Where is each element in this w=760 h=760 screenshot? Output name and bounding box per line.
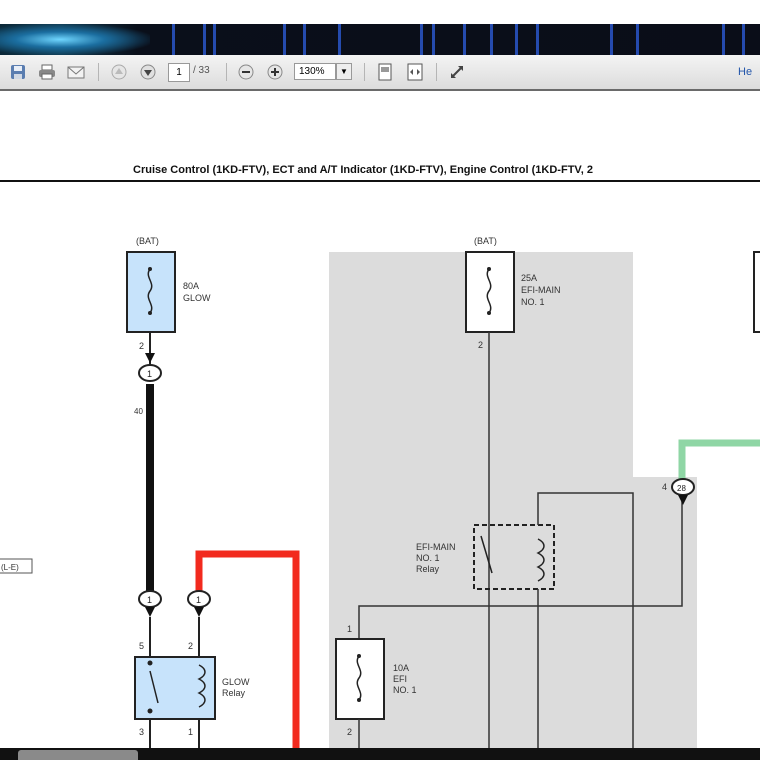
red-wire xyxy=(195,550,300,748)
svg-text:2: 2 xyxy=(478,340,483,350)
title-rule xyxy=(0,180,760,182)
svg-text:3: 3 xyxy=(139,727,144,737)
glow-relay-label-1: GLOW xyxy=(222,677,250,687)
svg-text:1: 1 xyxy=(147,369,152,379)
svg-text:1: 1 xyxy=(196,595,201,605)
efi-shaded-area xyxy=(329,252,697,748)
next-page-icon[interactable] xyxy=(137,62,159,82)
svg-text:NO. 1: NO. 1 xyxy=(393,685,417,695)
svg-text:NO. 1: NO. 1 xyxy=(416,553,440,563)
previous-page-icon[interactable] xyxy=(108,62,130,82)
svg-text:2: 2 xyxy=(188,641,193,651)
window-top-strip xyxy=(0,0,760,24)
zoom-out-icon[interactable] xyxy=(235,62,257,82)
efi-main-relay xyxy=(473,524,555,590)
side-label-box xyxy=(0,558,33,574)
zoom-level-field[interactable]: 130% xyxy=(294,63,336,80)
save-icon[interactable] xyxy=(7,62,29,82)
svg-text:EFI-MAIN: EFI-MAIN xyxy=(521,285,561,295)
svg-text:1: 1 xyxy=(347,624,352,634)
page-count: / 33 xyxy=(193,65,210,76)
fit-width-icon[interactable] xyxy=(404,62,426,82)
glow-fuse-pin: 2 xyxy=(139,341,144,351)
svg-text:(BAT): (BAT) xyxy=(474,236,497,246)
svg-text:EFI-MAIN: EFI-MAIN xyxy=(416,542,456,552)
print-icon[interactable] xyxy=(36,62,58,82)
svg-text:1: 1 xyxy=(147,595,152,605)
svg-text:5: 5 xyxy=(139,641,144,651)
glow-fuse-source: (BAT) xyxy=(136,236,159,246)
banner-logo-glow xyxy=(0,24,150,55)
zoom-in-icon[interactable] xyxy=(264,62,286,82)
document-view[interactable]: Cruise Control (1KD-FTV), ECT and A/T In… xyxy=(0,91,760,748)
zoom-dropdown-icon[interactable]: ▼ xyxy=(336,63,352,80)
fullscreen-icon[interactable] xyxy=(446,62,468,82)
glow-relay xyxy=(134,656,216,720)
glow-fuse xyxy=(126,251,176,333)
wire-gauge-label: 40 xyxy=(134,407,143,416)
efi-fuse xyxy=(335,638,385,720)
help-link[interactable]: He xyxy=(738,66,753,78)
svg-text:1: 1 xyxy=(188,727,193,737)
app-banner xyxy=(0,24,760,55)
svg-text:4: 4 xyxy=(662,482,667,492)
page-number-input[interactable]: 1 xyxy=(168,63,190,82)
right-edge-fuse xyxy=(753,251,760,333)
green-wire xyxy=(678,439,760,486)
bottom-tab[interactable] xyxy=(18,750,138,760)
svg-text:NO. 1: NO. 1 xyxy=(521,297,545,307)
glow-fuse-name: GLOW xyxy=(183,293,211,303)
svg-text:Relay: Relay xyxy=(416,564,440,574)
pdf-toolbar: 1 / 33 130% ▼ He xyxy=(0,55,760,91)
email-icon[interactable] xyxy=(65,62,87,82)
glow-relay-label-2: Relay xyxy=(222,688,246,698)
svg-text:2: 2 xyxy=(347,727,352,737)
svg-text:10A: 10A xyxy=(393,663,409,673)
svg-text:EFI: EFI xyxy=(393,674,407,684)
efi-main-fuse xyxy=(465,251,515,333)
svg-text:28: 28 xyxy=(677,484,686,493)
fit-page-icon[interactable] xyxy=(374,62,396,82)
page-title: Cruise Control (1KD-FTV), ECT and A/T In… xyxy=(133,164,593,176)
bottom-bar xyxy=(0,748,760,760)
glow-fuse-rating: 80A xyxy=(183,281,199,291)
wiring-diagram: (BAT) 80A GLOW 2 1 40 1 1 5 2 3 1 GLOW R… xyxy=(0,236,760,748)
svg-text:(L-E): (L-E) xyxy=(1,563,19,572)
connector-left-top xyxy=(138,364,162,382)
svg-text:25A: 25A xyxy=(521,273,537,283)
